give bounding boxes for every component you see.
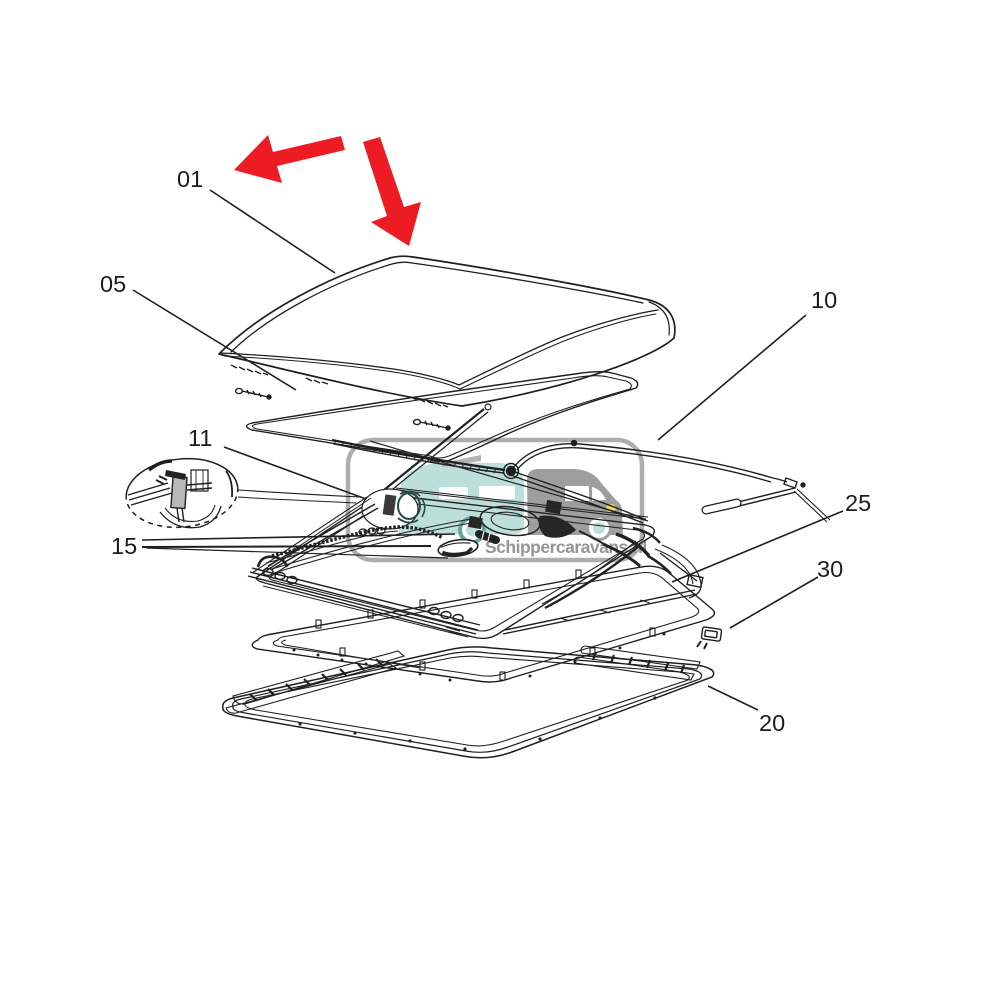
svg-text:11: 11	[188, 425, 212, 451]
svg-text:25: 25	[845, 490, 871, 516]
svg-text:01: 01	[177, 166, 203, 192]
svg-text:20: 20	[759, 710, 785, 736]
svg-text:Schippercaravans.nl: Schippercaravans.nl	[485, 537, 647, 557]
svg-text:05: 05	[100, 271, 126, 297]
svg-text:15: 15	[111, 533, 137, 559]
svg-text:30: 30	[817, 556, 843, 582]
svg-text:10: 10	[811, 287, 837, 313]
